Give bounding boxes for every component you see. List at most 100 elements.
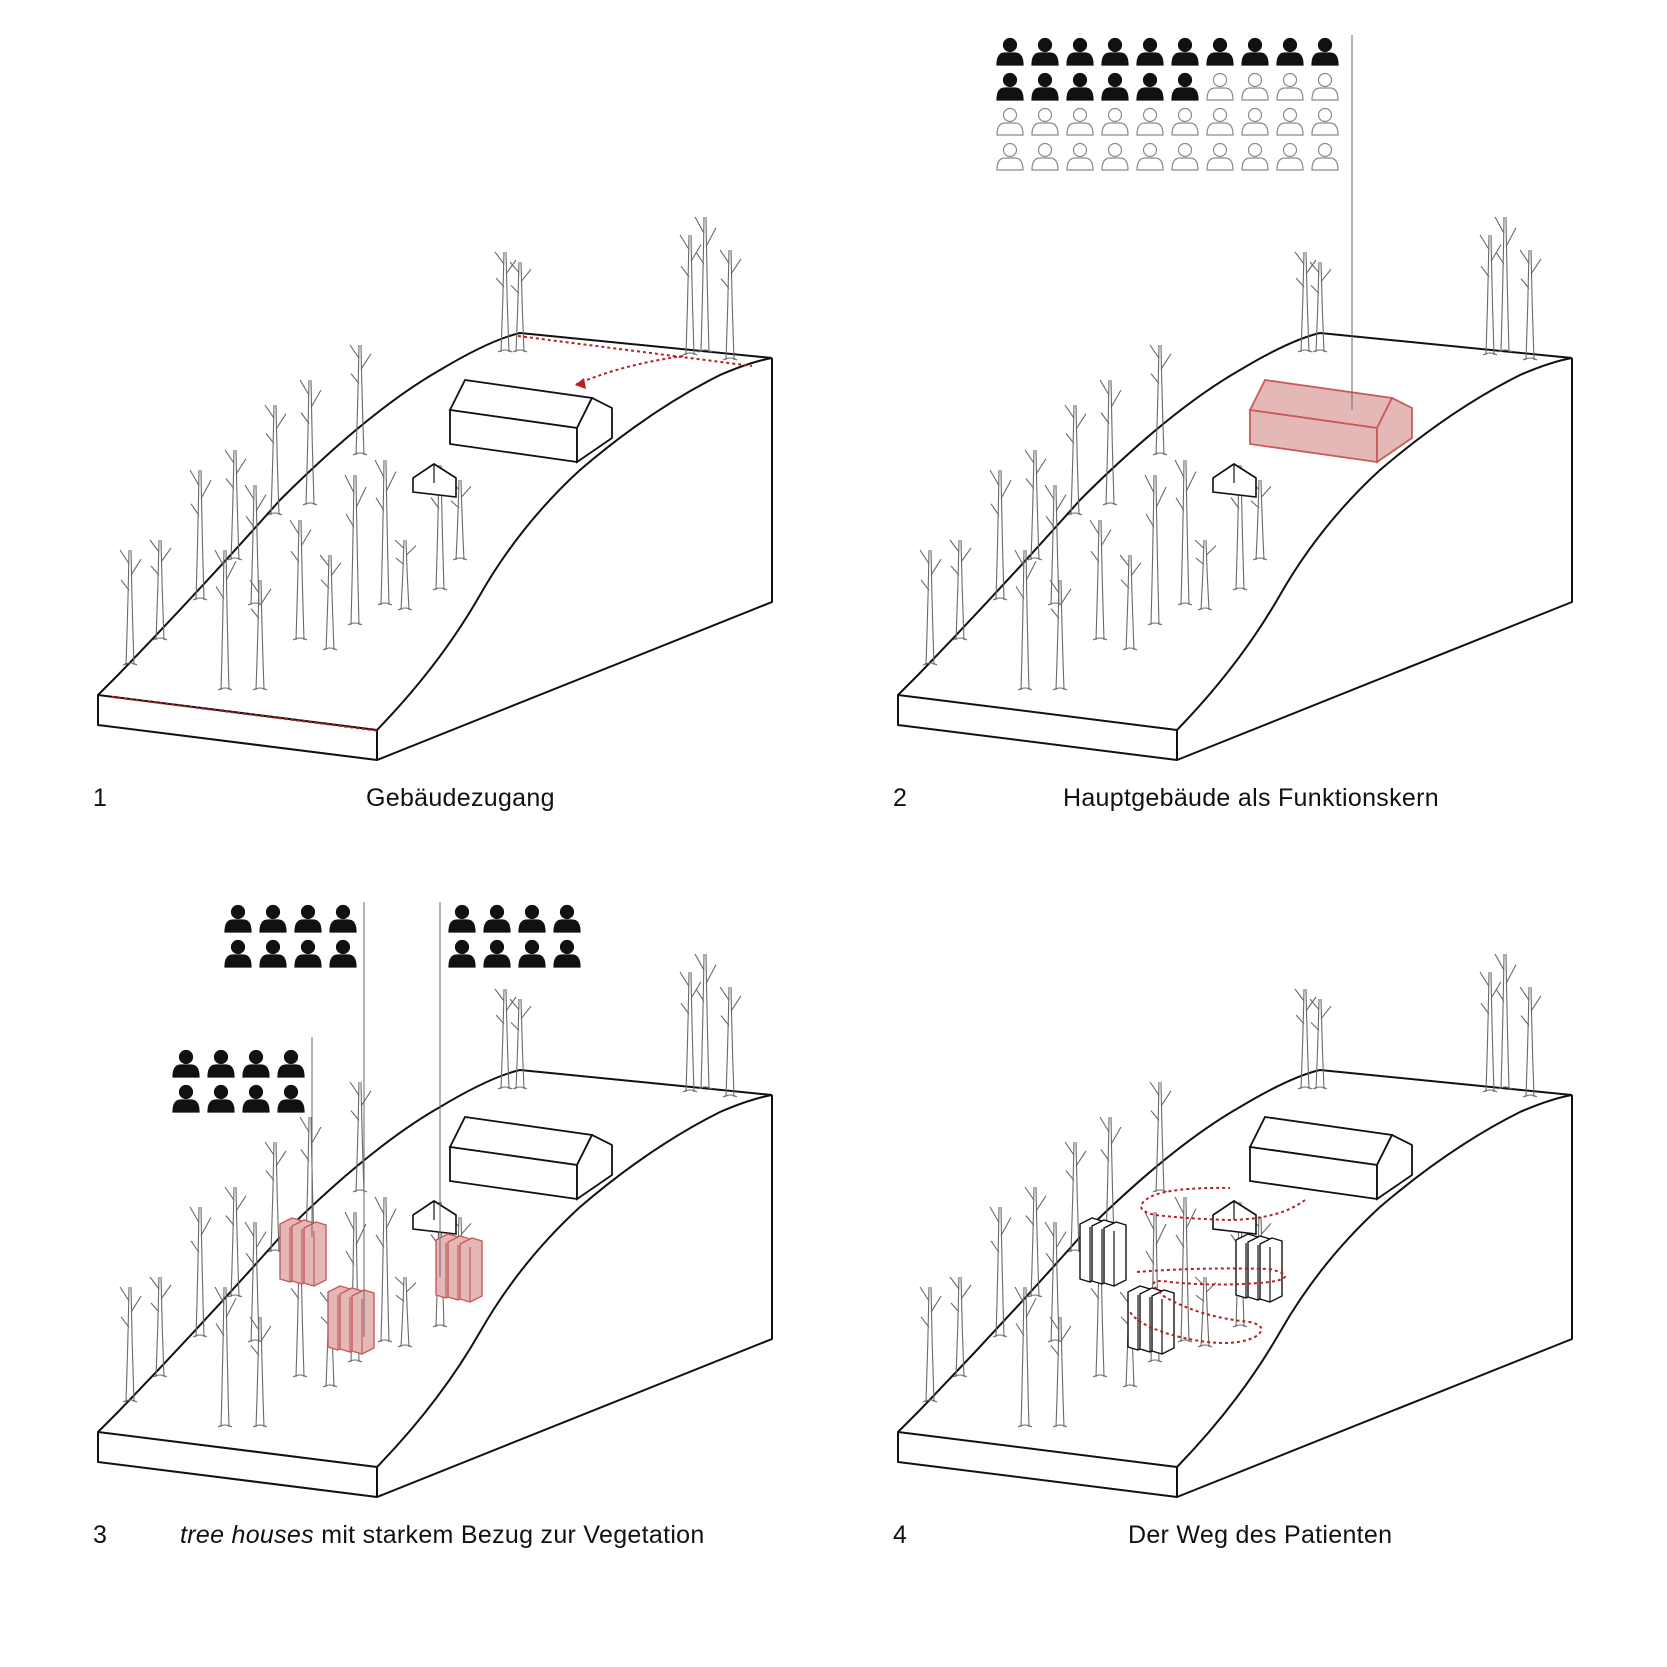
- panel-4-caption: Der Weg des Patienten: [1128, 1521, 1393, 1549]
- person-filled-icon: [329, 904, 357, 933]
- tree-icon: [319, 554, 342, 651]
- tree-icon: [1014, 549, 1037, 691]
- panel-2-caption: Hauptgebäude als Funktionskern: [1063, 784, 1439, 812]
- person-filled-icon: [1101, 72, 1129, 101]
- terrain-front-face: [897, 1431, 1178, 1498]
- tree-icon: [344, 474, 367, 626]
- person-filled-icon: [1101, 37, 1129, 66]
- tree-icon: [214, 1286, 237, 1428]
- person-outline-icon: [1206, 72, 1234, 101]
- person-filled-icon: [483, 904, 511, 933]
- person-outline-icon: [1101, 107, 1129, 136]
- tree-icon: [1144, 474, 1167, 626]
- tree-house-cluster: [1079, 1217, 1127, 1287]
- person-filled-icon: [242, 1049, 270, 1078]
- main-building-gable: [1376, 1133, 1413, 1201]
- small-hut: [412, 463, 457, 498]
- panel-3-caption: tree houses mit starkem Bezug zur Vegeta…: [180, 1521, 705, 1550]
- person-filled-icon: [1136, 72, 1164, 101]
- person-outline-icon: [1276, 142, 1304, 171]
- tree-icon: [349, 1081, 372, 1193]
- person-filled-icon: [1171, 72, 1199, 101]
- tree-icon: [1014, 1286, 1037, 1428]
- panel-3-number: 3: [93, 1521, 108, 1549]
- tree-icon: [1089, 519, 1112, 641]
- person-filled-icon: [1206, 37, 1234, 66]
- person-filled-icon: [294, 939, 322, 968]
- tree-icon: [244, 484, 267, 606]
- person-filled-icon: [1031, 37, 1059, 66]
- panel-4: [897, 953, 1573, 1498]
- tree-icon: [189, 469, 212, 601]
- main-building: [1248, 379, 1413, 464]
- person-filled-icon: [553, 939, 581, 968]
- person-filled-icon: [172, 1084, 200, 1113]
- terrain-front-face: [897, 694, 1178, 761]
- small-hut: [1212, 463, 1257, 498]
- person-filled-icon: [1241, 37, 1269, 66]
- tree-icon: [119, 549, 142, 666]
- tree-icon: [1294, 251, 1317, 353]
- tree-icon: [119, 1286, 142, 1403]
- tree-icon: [1024, 1186, 1047, 1298]
- terrain-side-face: [376, 1095, 773, 1498]
- tree-icon: [1064, 404, 1087, 516]
- tree-icon: [679, 234, 702, 356]
- tree-icon: [1519, 249, 1542, 361]
- person-filled-icon: [294, 904, 322, 933]
- tree-icon: [1249, 479, 1272, 561]
- tree-icon: [1479, 234, 1502, 356]
- tree-icon: [1174, 1196, 1197, 1343]
- terrain-ridge-line: [97, 1069, 773, 1433]
- person-outline-icon: [1031, 142, 1059, 171]
- tree-icon: [289, 519, 312, 641]
- person-filled-icon: [1276, 37, 1304, 66]
- person-filled-icon: [172, 1049, 200, 1078]
- tree-icon: [1494, 953, 1517, 1090]
- access-arrow-icon: [575, 378, 586, 389]
- tree-icon: [1044, 484, 1067, 606]
- person-filled-icon: [1171, 37, 1199, 66]
- terrain-side-face: [376, 358, 773, 761]
- person-filled-icon: [483, 939, 511, 968]
- tree-house: [1103, 1221, 1127, 1287]
- tree-icon: [249, 579, 272, 691]
- panel-1: [97, 216, 773, 761]
- tree-icon: [719, 249, 742, 361]
- terrain-slope-line: [1176, 357, 1573, 731]
- tree-icon: [1049, 579, 1072, 691]
- tree-icon: [989, 469, 1012, 601]
- tree-house: [459, 1237, 483, 1303]
- tree-house-cluster: [435, 1233, 483, 1303]
- terrain-fill: [98, 1093, 772, 1497]
- person-filled-icon: [518, 939, 546, 968]
- tree-icon: [1494, 216, 1517, 353]
- tree-icon: [1049, 1316, 1072, 1428]
- tree-icon: [1024, 449, 1047, 561]
- tree-icon: [679, 971, 702, 1093]
- panel-3-caption-italic: tree houses: [180, 1521, 314, 1549]
- panel-4-number: 4: [893, 1521, 908, 1549]
- person-filled-icon: [224, 904, 252, 933]
- person-outline-icon: [1066, 107, 1094, 136]
- panel-1-caption: Gebäudezugang: [366, 784, 555, 812]
- person-filled-icon: [259, 904, 287, 933]
- tree-icon: [919, 549, 942, 666]
- terrain-side-face: [1176, 1095, 1573, 1498]
- tree-icon: [1309, 261, 1332, 353]
- main-building: [448, 1116, 613, 1201]
- tree-icon: [1149, 1081, 1172, 1193]
- person-outline-icon: [1171, 142, 1199, 171]
- person-filled-icon: [224, 939, 252, 968]
- person-filled-icon: [329, 939, 357, 968]
- tree-icon: [224, 1186, 247, 1298]
- person-filled-icon: [207, 1049, 235, 1078]
- tree-icon: [394, 1276, 417, 1348]
- tree-house-cluster: [279, 1217, 327, 1287]
- tree-icon: [694, 953, 717, 1090]
- main-building-gable: [1376, 396, 1413, 464]
- main-building-gable: [576, 1133, 613, 1201]
- tree-icon: [374, 1196, 397, 1343]
- tree-house-cluster: [327, 1285, 375, 1355]
